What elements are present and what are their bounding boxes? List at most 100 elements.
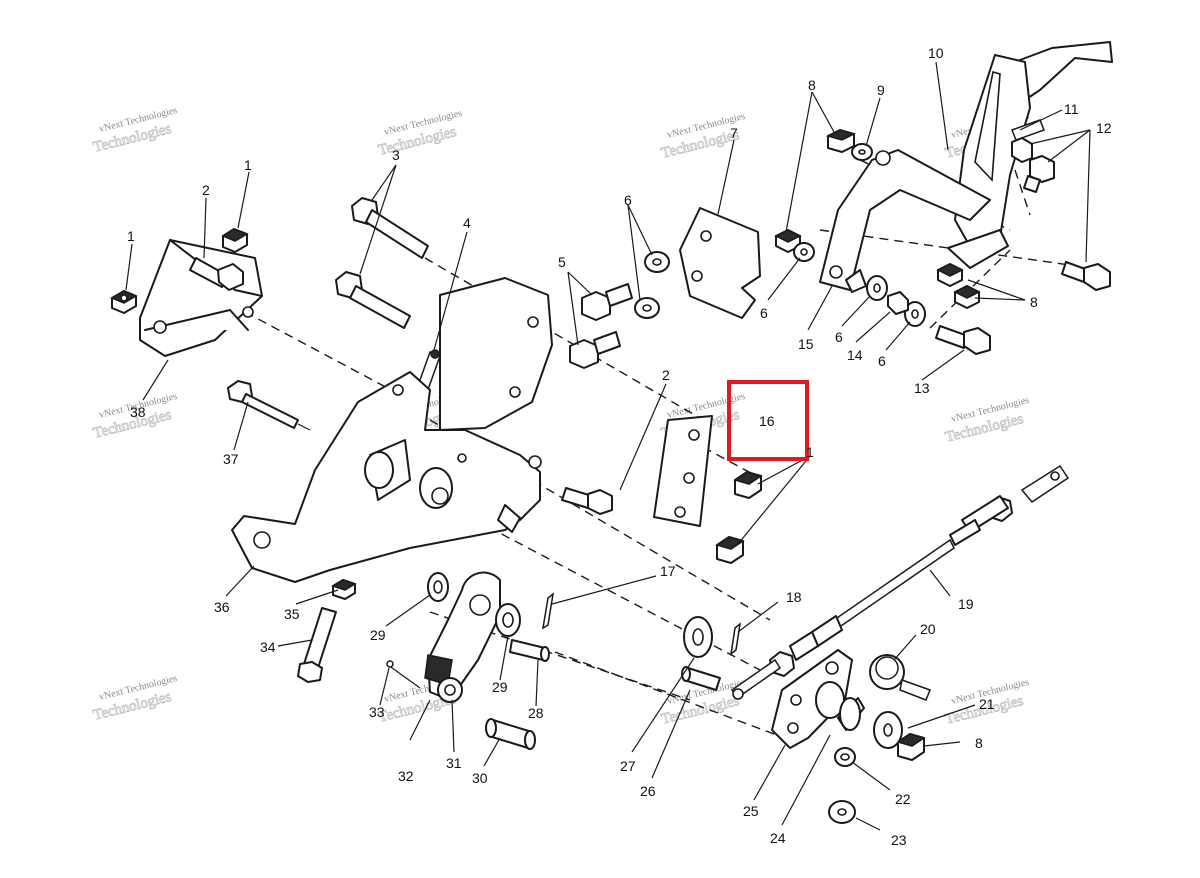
- callout-30: 30: [472, 770, 488, 786]
- bolt-2c: [561, 487, 613, 515]
- nut-8e: [896, 733, 926, 761]
- callout-33: 33: [369, 704, 385, 720]
- bracket-38: [139, 239, 263, 357]
- callout-10: 10: [928, 45, 944, 61]
- washer-6a: [644, 251, 670, 273]
- nut-1d: [715, 536, 745, 564]
- main-bracket-36: [231, 371, 542, 583]
- bolt-37: [227, 380, 311, 431]
- callout-3: 3: [392, 147, 400, 163]
- bolt-5b: [569, 331, 621, 369]
- callout-16: 16: [759, 413, 775, 429]
- highlight-box: [727, 380, 809, 461]
- spring-11: [1011, 119, 1045, 141]
- callout-28: 28: [528, 705, 544, 721]
- watermark: vNext Technologies Technologies: [91, 673, 178, 724]
- watermarks: vNext Technologies Technologies vNext Te…: [91, 105, 1030, 728]
- callout-27: 27: [620, 758, 636, 774]
- spring-20: [869, 654, 931, 701]
- callout-7: 7: [730, 125, 738, 141]
- spacer-14: [887, 291, 909, 315]
- callout-8: 8: [808, 77, 816, 93]
- washer-6c: [793, 242, 815, 262]
- pin-30: [485, 718, 536, 750]
- callout-32: 32: [398, 768, 414, 784]
- callout-26: 26: [640, 783, 656, 799]
- nut-8d: [953, 285, 981, 309]
- washer-27: [683, 616, 713, 658]
- callout-1: 1: [806, 444, 814, 460]
- callout-6: 6: [878, 353, 886, 369]
- callout-21: 21: [979, 696, 995, 712]
- upper-plate: [439, 277, 553, 431]
- callout-14: 14: [847, 347, 863, 363]
- callout-11: 11: [1064, 101, 1079, 117]
- nut-1c: [733, 471, 763, 499]
- shift-arm: [424, 571, 501, 703]
- cable-19: [730, 464, 1070, 700]
- callout-20: 20: [920, 621, 936, 637]
- callout-numbers: 1 1 1 2 2 3 4 5 6 6 6 6 7 8 8 8 9 10 11 …: [127, 45, 1112, 848]
- callout-9: 9: [877, 82, 885, 98]
- bolt-12c: [1061, 261, 1111, 291]
- callout-8: 8: [1030, 294, 1038, 310]
- nut-1a: [110, 290, 138, 314]
- bolt-34: [297, 607, 337, 683]
- callout-12: 12: [1096, 120, 1112, 136]
- washer-21: [873, 711, 903, 749]
- bolt-12b: [1023, 155, 1055, 193]
- strap-2b: [653, 415, 713, 527]
- callout-2: 2: [662, 367, 670, 383]
- callout-35: 35: [284, 606, 300, 622]
- callout-2: 2: [202, 182, 210, 198]
- bolt-3b: [335, 271, 411, 329]
- callout-29: 29: [370, 627, 386, 643]
- callout-1: 1: [244, 157, 252, 173]
- callout-8: 8: [975, 735, 983, 751]
- callout-25: 25: [743, 803, 759, 819]
- callout-5: 5: [558, 254, 566, 270]
- pin-28: [509, 639, 550, 662]
- bolt-13: [935, 325, 991, 355]
- watermark: vNext Technologies Technologies: [376, 108, 463, 159]
- nut-8c: [936, 263, 964, 287]
- callout-15: 15: [798, 336, 814, 352]
- callout-19: 19: [958, 596, 974, 612]
- bushing-22: [834, 747, 856, 767]
- callout-22: 22: [895, 791, 911, 807]
- callout-17: 17: [660, 563, 676, 579]
- callout-38: 38: [130, 404, 146, 420]
- callout-1: 1: [127, 228, 135, 244]
- pin-26: [681, 666, 721, 691]
- cotter-pin-18: [729, 622, 742, 656]
- washer-6e: [904, 301, 926, 327]
- callout-18: 18: [786, 589, 802, 605]
- watermark: vNext Technologies Technologies: [91, 105, 178, 156]
- leader-lines: [125, 61, 1091, 831]
- bolt-5a: [581, 283, 633, 321]
- bolt-3a: [351, 197, 429, 259]
- washer-9: [851, 143, 873, 161]
- cotter-pin-17: [541, 592, 555, 630]
- callout-31: 31: [446, 755, 462, 771]
- callout-24: 24: [770, 830, 786, 846]
- nut-8b: [774, 229, 802, 253]
- washer-23: [828, 800, 856, 824]
- washer-6d: [866, 275, 888, 301]
- callout-34: 34: [260, 639, 276, 655]
- callout-37: 37: [223, 451, 239, 467]
- bolt-12a: [1011, 137, 1033, 163]
- nut-8a: [825, 129, 857, 153]
- callout-23: 23: [891, 832, 907, 848]
- callout-13: 13: [914, 380, 930, 396]
- plate-7: [679, 207, 761, 319]
- callout-6: 6: [835, 329, 843, 345]
- bolt-2a: [189, 257, 244, 291]
- callout-36: 36: [214, 599, 230, 615]
- callout-6: 6: [760, 305, 768, 321]
- callout-29: 29: [492, 679, 508, 695]
- callout-6: 6: [624, 192, 632, 208]
- nut-1b: [221, 228, 249, 253]
- callout-4: 4: [463, 215, 471, 231]
